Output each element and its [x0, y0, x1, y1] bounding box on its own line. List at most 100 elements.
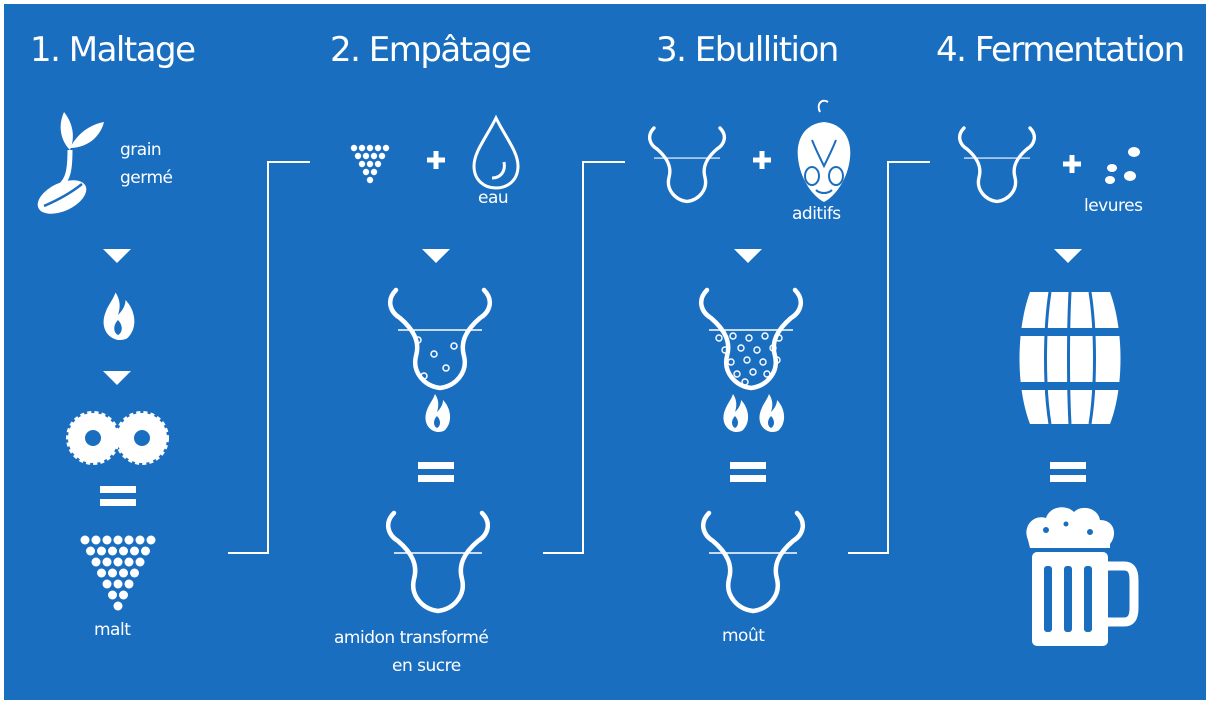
- grain-dot: [91, 535, 101, 545]
- grain-dot: [91, 557, 101, 567]
- grain-dot: [113, 601, 123, 611]
- grain-dot: [378, 152, 386, 160]
- grain-dot: [141, 546, 150, 556]
- grain-dot: [86, 546, 95, 556]
- label-malt: malt: [94, 620, 131, 640]
- barrel-icon: [1018, 291, 1122, 425]
- grain-dot: [80, 535, 90, 545]
- bubble: [733, 370, 741, 378]
- plus-icon: [1063, 155, 1081, 173]
- malt-grains-icon: [80, 535, 156, 611]
- grain-dot: [354, 152, 362, 160]
- label-eau: eau: [478, 188, 509, 208]
- grain-dot: [362, 152, 370, 160]
- grain-dot: [382, 144, 390, 152]
- malt-grains-icon: [350, 144, 390, 184]
- bubble: [741, 378, 749, 386]
- bubble: [743, 356, 751, 364]
- step-title-fermentation: 4. Fermentation: [936, 30, 1185, 70]
- grain-dot: [374, 160, 382, 168]
- fire-icon: [103, 292, 135, 340]
- plus-icon: [427, 151, 445, 169]
- hop-icon: [797, 99, 851, 202]
- grain-dot: [146, 535, 156, 545]
- grain-dot: [119, 590, 128, 600]
- grain-dot: [130, 568, 139, 578]
- arrow-down-icon: [422, 249, 450, 263]
- fire-icon: [759, 394, 785, 432]
- grain-dot: [362, 168, 370, 176]
- label-grain: grain: [120, 140, 162, 160]
- arrow-down-icon: [103, 249, 131, 263]
- equals-icon: [100, 486, 136, 506]
- grain-dot: [370, 168, 378, 176]
- grain-dot: [113, 557, 123, 567]
- grain-dot: [366, 160, 374, 168]
- grain-dot: [108, 568, 117, 578]
- step-title-maltage: 1. Maltage: [30, 30, 196, 70]
- grain-dot: [119, 546, 128, 556]
- grinder-icon: [66, 411, 169, 465]
- grain-dot: [366, 176, 374, 184]
- grain-dot: [108, 590, 117, 600]
- equals-icon: [730, 462, 766, 482]
- pot-icon: [390, 290, 490, 388]
- grain-dot: [135, 557, 145, 567]
- label-en-sucre: en sucre: [392, 656, 461, 676]
- label-amidon: amidon transformé: [334, 628, 489, 648]
- pot-icon: [647, 126, 727, 204]
- grain-dot: [370, 152, 378, 160]
- grain-dot: [135, 535, 145, 545]
- bubble: [773, 356, 781, 364]
- grain-dot: [102, 535, 112, 545]
- fire-icon: [425, 394, 451, 432]
- arrow-down-icon: [103, 371, 131, 385]
- label-levures: levures: [1084, 196, 1143, 216]
- bubble: [769, 344, 777, 352]
- bubble: [759, 358, 767, 366]
- bubble: [763, 370, 771, 378]
- fire-icon: [723, 394, 749, 432]
- grain-dot: [358, 160, 366, 168]
- grain-dot: [102, 557, 112, 567]
- sprout-icon: [37, 112, 104, 214]
- bubble: [749, 368, 757, 376]
- grain-dot: [124, 535, 134, 545]
- plus-icon: [753, 151, 771, 169]
- bubble: [737, 344, 745, 352]
- label-aditifs: aditifs: [792, 204, 841, 224]
- bubble: [775, 334, 783, 342]
- label-germe: germé: [120, 168, 173, 188]
- grain-dot: [130, 546, 139, 556]
- water-drop-icon: [472, 114, 520, 190]
- pot-icon: [703, 513, 803, 611]
- grain-dot: [124, 557, 134, 567]
- grain-dot: [113, 579, 123, 589]
- step-title-ebullition: 3. Ebullition: [656, 30, 839, 70]
- grain-dot: [97, 568, 106, 578]
- grain-dot: [350, 144, 358, 152]
- bubble: [753, 346, 761, 354]
- diagram-panel: [4, 4, 1206, 700]
- grain-dot: [113, 535, 123, 545]
- grain-dot: [366, 144, 374, 152]
- pot-icon: [701, 290, 801, 388]
- grain-dot: [374, 144, 382, 152]
- bubble: [761, 332, 769, 340]
- beer-mug-icon: [1026, 507, 1139, 646]
- connector-lines: [228, 161, 930, 554]
- pot-icon: [957, 126, 1037, 204]
- arrow-down-icon: [1054, 249, 1082, 263]
- bubble: [721, 346, 729, 354]
- step-title-empatage: 2. Empâtage: [330, 30, 532, 70]
- arrow-down-icon: [734, 249, 762, 263]
- grain-dot: [119, 568, 128, 578]
- pot-icon: [388, 513, 488, 611]
- bubble: [715, 334, 723, 342]
- equals-icon: [1050, 462, 1086, 482]
- grain-dot: [102, 579, 112, 589]
- bubble: [727, 358, 735, 366]
- bubble: [729, 332, 737, 340]
